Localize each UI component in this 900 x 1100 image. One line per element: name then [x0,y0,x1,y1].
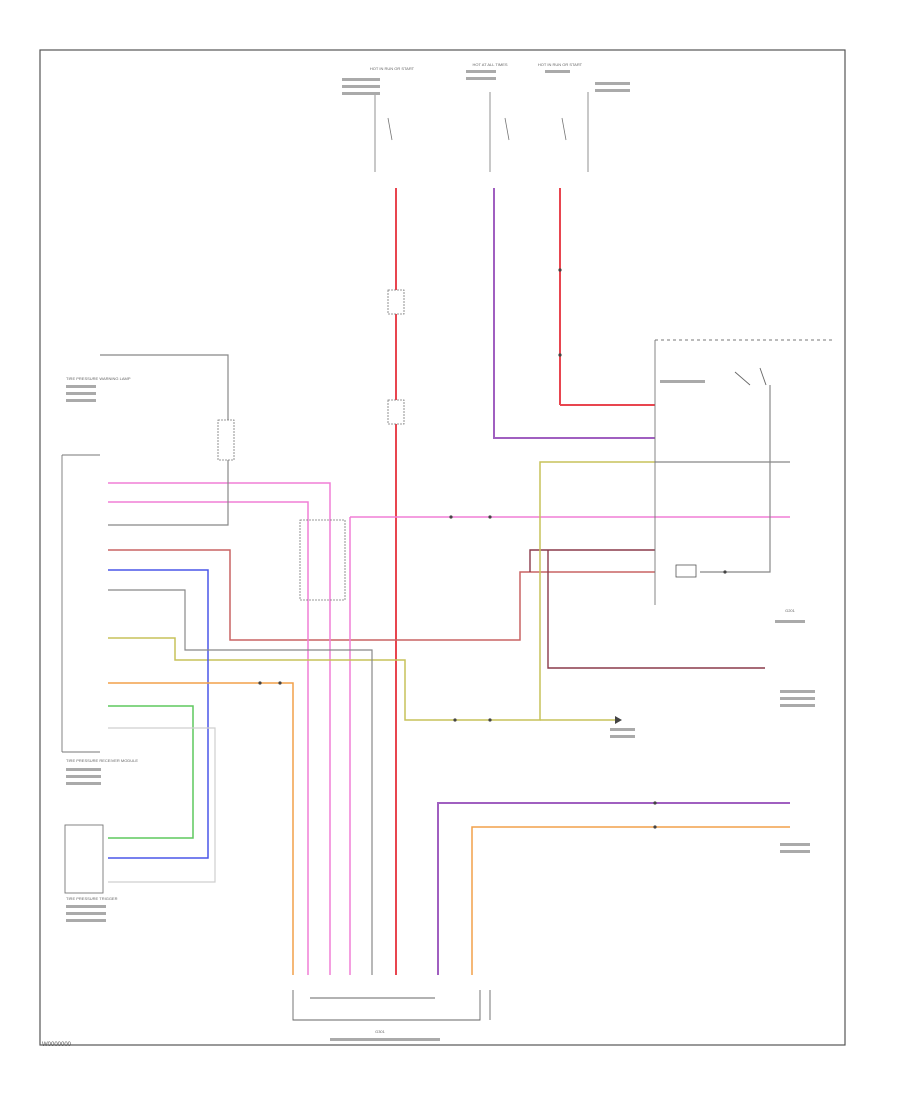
connector-splice-upper [217,289,405,601]
wire-orange [108,682,790,975]
wire-olive [108,461,655,721]
wire-blue [108,569,209,859]
label-warning-lamp: TIRE PRESSURE WARNING LAMP [66,376,131,381]
top-source-left [374,92,393,172]
right-switch [734,367,767,386]
wire-grey [100,354,790,975]
wire-violet [437,188,790,975]
inline-connectors [258,268,727,829]
module-right [654,339,835,605]
label-source-right: HOT IN RUN OR START [538,62,583,67]
ground-symbols [615,564,697,724]
wire-pink [108,482,790,975]
diagram-frame [39,49,846,1046]
label-ground-bottom: G301 [375,1029,386,1034]
label-source-mid: HOT AT ALL TIMES [472,62,507,67]
label-trigger-module: TIRE PRESSURE TRIGGER [66,896,118,901]
wire-brown [529,549,765,669]
label-source-left: HOT IN RUN OR START [370,66,415,71]
label-marks [66,70,815,1041]
top-source-mid [489,92,510,172]
top-source-right [561,92,589,172]
wire-red-left [108,549,655,641]
wire-red [395,188,655,975]
bottom-connector-bracket [292,990,491,1021]
module-receiver [61,454,100,753]
label-receiver-module: TIRE PRESSURE RECEIVER MODULE [66,758,138,763]
module-trigger [64,824,104,894]
reference-code: W0000000 [42,1042,72,1048]
wire-green [108,705,194,839]
label-ground-right: G201 [785,608,796,613]
wire-light [108,727,216,883]
